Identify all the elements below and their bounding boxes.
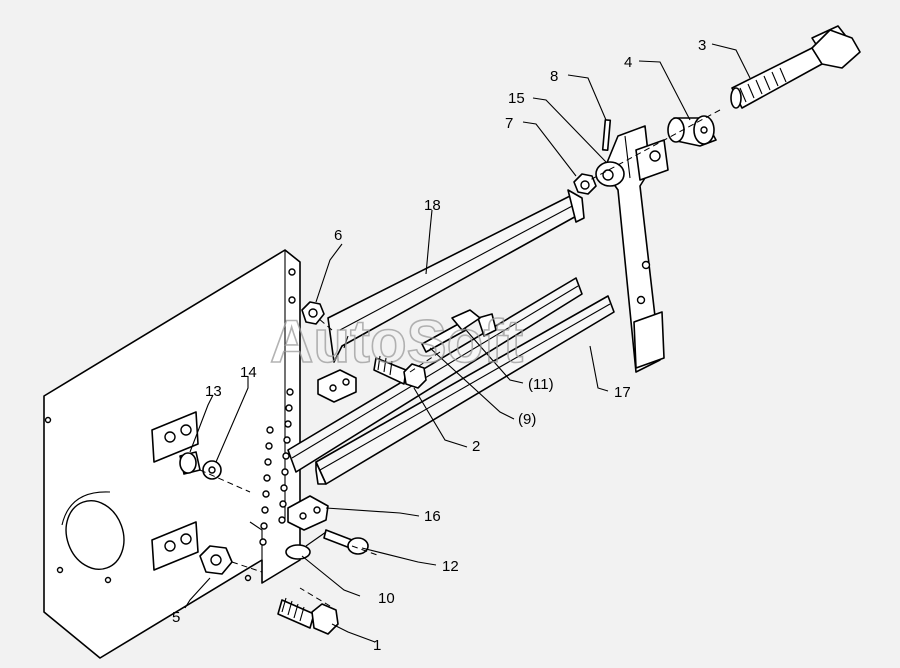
bushing-14: [202, 460, 222, 480]
pin-8: [601, 119, 612, 152]
callout-6: 6: [334, 227, 342, 244]
leader-lines: [184, 43, 751, 643]
mounting-pad-lower: [151, 521, 199, 571]
callout-10: 10: [378, 590, 395, 607]
callout-13: 13: [205, 383, 222, 400]
callout-11: (11): [528, 376, 554, 393]
channel-bar-18: [327, 189, 585, 363]
nut-7: [573, 173, 597, 195]
callout-12: 12: [442, 558, 459, 575]
callout-17: 17: [614, 384, 631, 401]
callout-5: 5: [172, 609, 180, 626]
callout-8: 8: [550, 68, 558, 85]
callout-2: 2: [472, 438, 480, 455]
callout-18: 18: [424, 197, 441, 214]
bolt-1: [277, 597, 339, 635]
callout-1: 1: [373, 637, 381, 654]
callout-labels: 1 2 3 4 5 6 7 8 (9) 10 (11) 12 13 14 15 …: [172, 37, 706, 654]
bolt-3: [730, 25, 861, 109]
callout-16: 16: [424, 508, 441, 525]
washer-15: [595, 161, 625, 187]
flat-bar-9-11: [287, 277, 583, 473]
clip-upper: [317, 369, 357, 403]
upright-bracket: [603, 125, 669, 373]
callout-7: 7: [505, 115, 513, 132]
watermark: AutoSoft: [270, 308, 523, 375]
frame-plate: [43, 249, 301, 659]
nut-5: [199, 545, 233, 575]
pin-12: [323, 529, 369, 555]
mounting-pad-upper: [151, 411, 199, 463]
sleeve-4: [667, 115, 717, 147]
callout-4: 4: [624, 54, 632, 71]
ring-10: [285, 531, 327, 560]
bolt-2: [373, 355, 427, 389]
callout-3: 3: [698, 37, 706, 54]
callout-14: 14: [240, 364, 257, 381]
callout-9: (9): [518, 411, 536, 428]
nut-6: [301, 301, 325, 325]
bushing-13: [179, 451, 201, 475]
frame-edge-holes: [44, 268, 296, 584]
clip-16: [287, 495, 329, 531]
flat-bar-17: [315, 295, 615, 485]
assembly-lines: [199, 109, 721, 607]
callout-15: 15: [508, 90, 525, 107]
